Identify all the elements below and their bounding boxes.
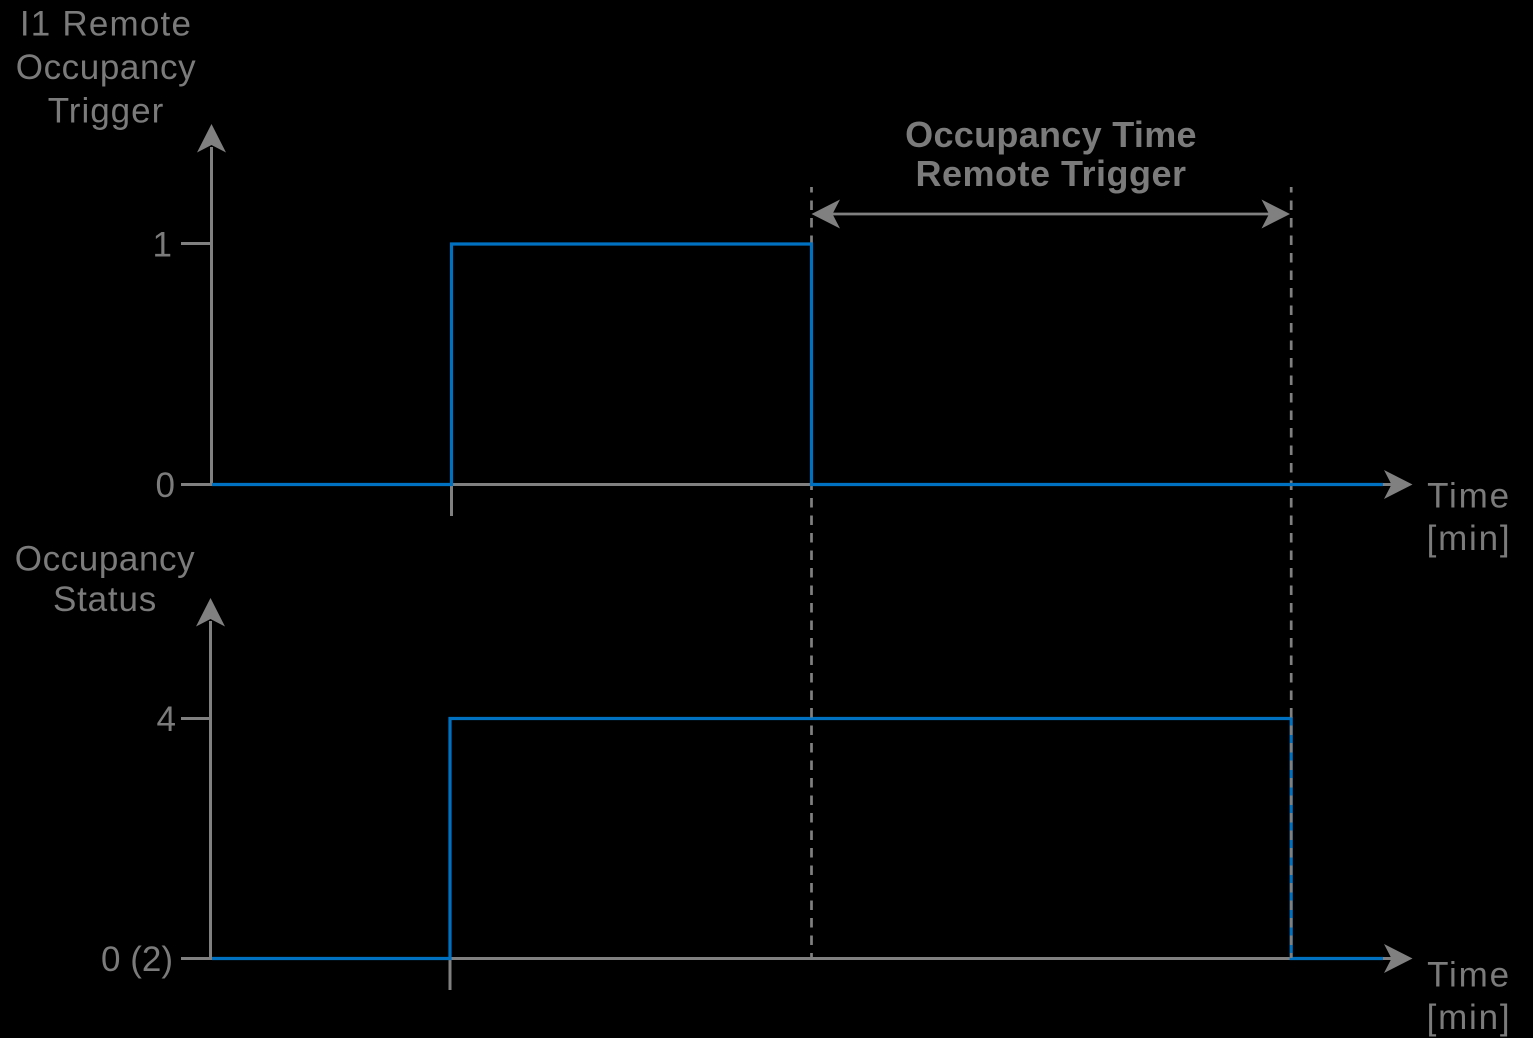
svg-text:Time: Time: [1427, 956, 1511, 995]
svg-text:4: 4: [157, 700, 176, 739]
svg-text:Status: Status: [53, 580, 157, 619]
svg-text:Occupancy: Occupancy: [15, 540, 196, 579]
svg-text:Occupancy Time: Occupancy Time: [905, 114, 1197, 155]
svg-text:[min]: [min]: [1427, 519, 1512, 558]
svg-text:Trigger: Trigger: [48, 92, 165, 131]
svg-text:0: 0: [156, 466, 175, 505]
svg-text:Occupancy: Occupancy: [16, 48, 197, 87]
svg-text:1: 1: [153, 226, 172, 265]
svg-text:I1 Remote: I1 Remote: [20, 5, 192, 44]
svg-text:Remote Trigger: Remote Trigger: [915, 153, 1186, 194]
svg-text:Time: Time: [1427, 477, 1511, 516]
svg-text:[min]: [min]: [1427, 998, 1512, 1037]
svg-text:0 (2): 0 (2): [101, 940, 173, 979]
